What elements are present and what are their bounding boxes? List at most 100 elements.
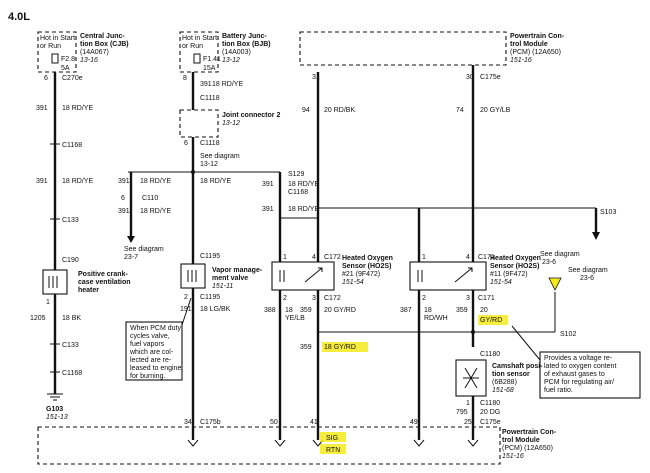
pin-label: 6 [184,140,188,147]
pcm-top-part: (PCM) (12A650) [510,49,561,56]
camshaft-name-1: Camshaft posi- [492,363,543,370]
splice-dot [471,330,475,334]
connector-label: C1195 [200,294,220,301]
wire-number: 359 [456,307,468,314]
sensor-icon [454,267,473,283]
heater-icon [417,270,423,282]
ho2s-21-ref: 151-54 [342,279,364,286]
ho2s-21-circuit: 31 94 20 RD/BK 1 4 C172 Heated Oxygen Se… [264,72,393,440]
pin-label: 3 [466,295,470,302]
cjb-part: (14A067) [80,49,109,56]
arrow-down-icon [548,277,562,291]
connector-label: C1180 [480,400,500,407]
wire-number: 391 [262,181,274,188]
cjb-title-2: tion Box (CJB) [80,41,129,48]
wire-color: 18 RD/YE [140,208,171,215]
cjb-hot-label: Hot in Start [40,35,75,42]
ho2s-11-circuit: 30 C175e 74 20 GY/LB S103 1 4 C171 Heate… [318,65,616,440]
wire-gauge: 18 [285,307,293,314]
battery-junction-box: Hot in Start or Run F1.41 15A Battery Ju… [179,31,271,73]
wire-color: 20 RD/BK [324,107,355,114]
highlight-mark [322,342,368,352]
pin-label: 2 [422,295,426,302]
pcv-heater-box [42,269,68,295]
note-line: lated to oxygen content [544,363,616,370]
cjb-fuse: F2.8 [61,56,75,63]
wire-number: 391 [36,178,48,185]
splice-label: S103 [600,209,616,216]
camshaft-sensor: C1180 Camshaft posi- tion sensor (6B288)… [455,351,543,440]
wire-number: 359 [300,307,312,314]
heater-icon [279,270,285,282]
connector-label: C1168 [288,189,308,196]
cjb-title-1: Central Junc- [80,33,125,40]
pcm-bottom-ref: 151-16 [502,453,524,460]
bjb-title-1: Battery Junc- [222,33,267,40]
connector-label: C1118 [200,95,220,102]
pin-label: 8 [183,75,187,82]
connector-label: C172 [324,254,341,261]
pcm-top-title-2: trol Module [510,41,548,48]
pcm-bottom-part: (PCM) (12A650) [502,445,553,452]
bjb-title-2: tion Box (BJB) [222,41,271,48]
wire-number: 1205 [30,315,46,322]
connector-label: C1180 [480,351,500,358]
see-diagram-label: See diagram [200,153,240,160]
ho2s-11-ref: 151-54 [490,279,512,286]
wire-color: 18 RD/YE [62,105,93,112]
cjb-amps: 5A [61,65,70,72]
pin-label: 4 [466,254,470,261]
wire-number: 387 [400,307,412,314]
ho2s-11-box [409,261,487,291]
splice-label: S102 [560,331,576,338]
central-junction-box: Hot in Start or Run F2.8 5A Central Junc… [37,31,129,73]
wire-color: GY/RD [480,317,502,324]
wire-color: 18 RD/YE [288,181,319,188]
arrow-down-icon [127,236,135,243]
wire-number: 391 [262,206,274,213]
note-line: When PCM duty [130,325,181,332]
note-line: which are col- [129,349,174,356]
connector-label: C175e [480,419,501,426]
connector-label: C133 [62,217,79,224]
pin-label: 50 [270,419,278,426]
ho2s-21-name-1: Heated Oxygen [342,255,393,262]
note-line: cycles valve, [130,333,170,340]
see-diagram-ref: 23-6 [580,275,594,282]
pin-label: 34 [184,419,192,426]
camshaft-part: (6B288) [492,379,517,386]
wire-number: 391 [36,105,48,112]
ho2s-11-name-2: Sensor (HO2S) [490,263,539,270]
switch-icon [187,439,479,447]
bjb-ref: 13-12 [222,57,240,64]
joint-connector-box [179,109,219,138]
see-diagram-label: See diagram [540,251,580,258]
connector-label: C133 [62,342,79,349]
pcm-bottom: 34 C175b 50 41 49 SIG RTN Powertrain Con… [37,419,557,465]
note-box-right: Provides a voltage re- lated to oxygen c… [511,325,641,399]
fuse-icon [51,53,59,64]
pin-label: 31 [312,74,320,81]
pin-label: 30 [466,74,474,81]
highlight-mark [320,432,346,442]
connector-label: C175e [480,74,501,81]
connector-label: C172 [324,295,341,302]
pcm-top: Powertrain Con- trol Module (PCM) (12A65… [299,31,565,66]
engine-label: 4.0L [8,11,30,23]
wire-color: 18 GY/RD [324,344,356,351]
splice-dot [191,170,195,174]
ground-label: G103 [46,406,63,413]
ho2s-21-name-2: Sensor (HO2S) [342,263,391,270]
joint-connector-ref: 13-12 [222,120,240,127]
pcm-bottom-title-1: Powertrain Con- [502,429,557,436]
joint-connector-name: Joint connector 2 [222,112,280,119]
ground-icon [47,393,63,401]
wire-color: 18 RD/YE [212,81,243,88]
vapor-valve-name-2: ment valve [212,275,248,282]
pin-label: 1 [466,400,470,407]
pcm-bottom-title-2: trol Module [502,437,540,444]
camshaft-name-2: tion sensor [492,371,530,378]
pin-label: 41 [310,419,318,426]
pin-label: 4 [312,254,316,261]
camshaft-ref: 151-68 [492,387,514,394]
